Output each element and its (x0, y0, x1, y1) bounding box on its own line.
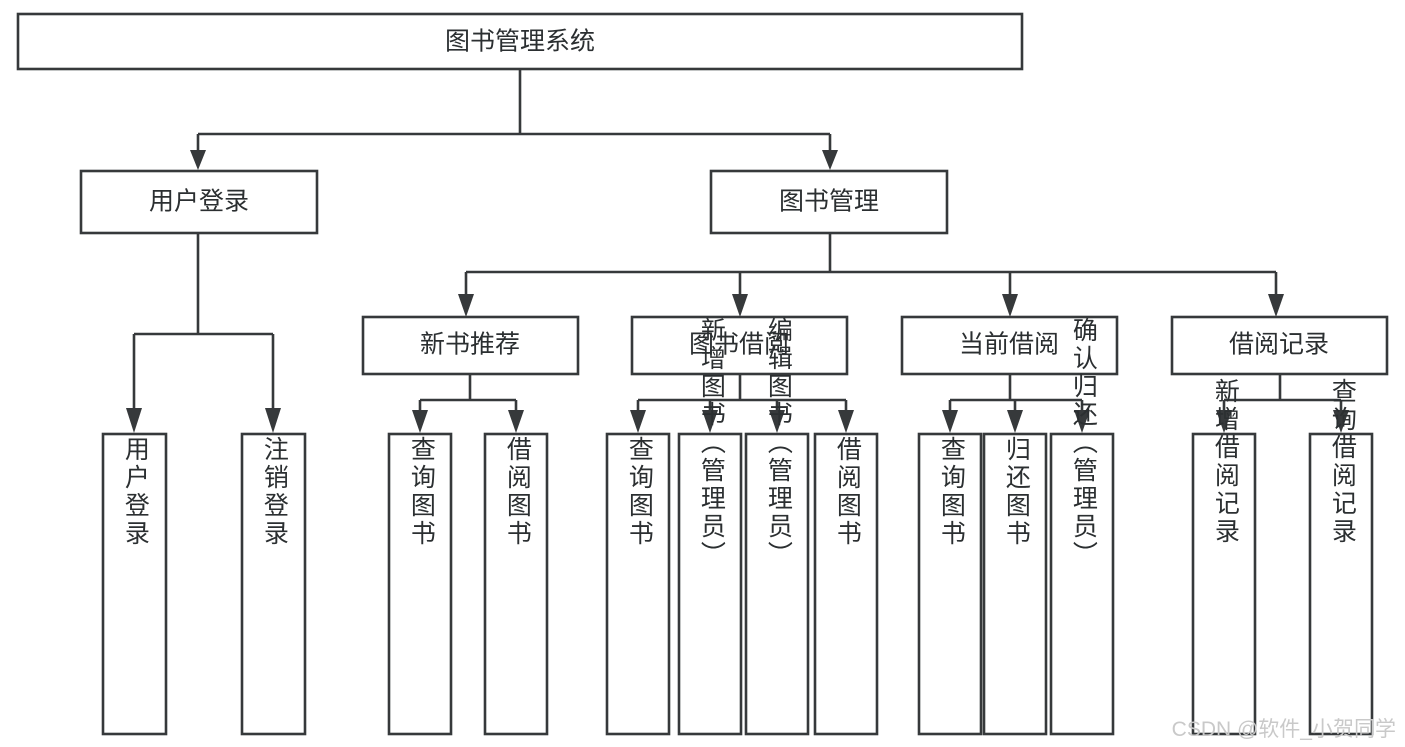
arrow-head-record-leaf-2 (1333, 410, 1349, 433)
node-root-system-box[interactable] (16, 12, 1024, 71)
leaf-recommend-query-book-label: 查询图书 (407, 436, 436, 548)
node-book-management-label: 图书管理 (779, 188, 879, 216)
leaf-record-add[interactable]: 新增借阅记录 (1191, 378, 1257, 736)
leaf-current-confirm-return-label: 确认归还（管理员） (1069, 317, 1098, 569)
node-book-borrow-box[interactable] (630, 315, 849, 376)
leaf-user-login[interactable]: 用户登录 (101, 432, 168, 736)
leaf-record-query-label: 查询借阅记录 (1328, 378, 1357, 546)
leaf-borrow-query-book[interactable]: 查询图书 (605, 432, 671, 736)
leaf-recommend-borrow-book[interactable]: 借阅图书 (483, 432, 549, 736)
arrow-head-borrow-leaf-4 (838, 410, 854, 433)
leaf-recommend-borrow-book-box[interactable] (483, 432, 549, 736)
leaf-current-query-book-box[interactable] (917, 432, 983, 736)
leaf-borrow-add-book[interactable]: 新增图书（管理员） (677, 317, 743, 736)
node-user-login[interactable]: 用户登录 (79, 169, 319, 235)
leaf-borrow-edit-book[interactable]: 编辑图书（管理员） (744, 317, 810, 736)
leaf-borrow-borrow-book-label: 借阅图书 (833, 436, 862, 548)
leaf-current-query-book[interactable]: 查询图书 (917, 432, 983, 736)
node-root-system[interactable]: 图书管理系统 (16, 12, 1024, 71)
arrow-head-current-borrow (1002, 294, 1018, 317)
node-current-borrow-label: 当前借阅 (959, 331, 1059, 359)
leaf-borrow-edit-book-label: 编辑图书（管理员） (764, 317, 793, 569)
arrow-head-recommend-leaf-1 (412, 410, 428, 433)
arrow-head-borrow-record (1268, 294, 1284, 317)
leaf-borrow-query-book-box[interactable] (605, 432, 671, 736)
node-borrow-record[interactable]: 借阅记录 (1170, 315, 1389, 376)
leaf-borrow-edit-book-box[interactable] (744, 432, 810, 736)
arrow-head-book-borrow (732, 294, 748, 317)
leaf-record-query-box[interactable] (1308, 432, 1374, 736)
leaf-logout[interactable]: 注销登录 (240, 432, 307, 736)
leaf-recommend-query-book-box[interactable] (387, 432, 453, 736)
leaf-borrow-borrow-book[interactable]: 借阅图书 (813, 432, 879, 736)
leaf-record-add-box[interactable] (1191, 432, 1257, 736)
arrow-head-user-login (190, 150, 206, 170)
node-book-borrow-label: 图书借阅 (689, 331, 789, 359)
arrow-head-current-leaf-3 (1074, 410, 1090, 433)
leaf-current-return-book[interactable]: 归还图书 (982, 432, 1048, 736)
leaf-current-return-book-box[interactable] (982, 432, 1048, 736)
arrow-head-new-book-recommend (458, 294, 474, 317)
node-new-book-recommend-label: 新书推荐 (420, 331, 520, 359)
leaf-recommend-borrow-book-label: 借阅图书 (503, 436, 532, 548)
leaf-borrow-add-book-label: 新增图书（管理员） (697, 317, 726, 569)
node-user-login-box[interactable] (79, 169, 319, 235)
leaf-logout-box[interactable] (240, 432, 307, 736)
node-book-management[interactable]: 图书管理 (709, 169, 949, 235)
node-new-book-recommend-box[interactable] (361, 315, 580, 376)
arrow-head-current-leaf-1 (942, 410, 958, 433)
leaf-user-login-box[interactable] (101, 432, 168, 736)
leaf-current-confirm-return-box[interactable] (1049, 432, 1115, 736)
leaf-borrow-add-book-box[interactable] (677, 432, 743, 736)
node-current-borrow[interactable]: 当前借阅 (900, 315, 1119, 376)
arrow-head-record-leaf-1 (1216, 410, 1232, 433)
leaf-borrow-borrow-book-box[interactable] (813, 432, 879, 736)
leaf-record-query[interactable]: 查询借阅记录 (1308, 378, 1374, 736)
node-root-system-label: 图书管理系统 (445, 28, 595, 56)
arrow-head-leaf-user-login (126, 408, 142, 433)
node-user-login-label: 用户登录 (149, 188, 249, 216)
leaf-record-add-label: 新增借阅记录 (1211, 378, 1240, 546)
node-book-borrow[interactable]: 图书借阅 (630, 315, 849, 376)
leaf-current-query-book-label: 查询图书 (937, 436, 966, 548)
leaf-recommend-query-book[interactable]: 查询图书 (387, 432, 453, 736)
arrow-head-book-manage (822, 150, 838, 170)
connector-layer (126, 69, 1349, 433)
leaf-user-login-label: 用户登录 (121, 436, 150, 548)
node-book-management-box[interactable] (709, 169, 949, 235)
node-borrow-record-label: 借阅记录 (1229, 331, 1329, 359)
leaf-logout-label: 注销登录 (260, 436, 289, 548)
node-new-book-recommend[interactable]: 新书推荐 (361, 315, 580, 376)
leaf-current-return-book-label: 归还图书 (1002, 436, 1031, 548)
arrow-head-leaf-logout (265, 408, 281, 433)
leaf-borrow-query-book-label: 查询图书 (625, 436, 654, 548)
csdn-watermark: CSDN @软件_小贺同学 (1172, 718, 1396, 741)
arrow-head-borrow-leaf-1 (630, 410, 646, 433)
arrow-head-borrow-leaf-2 (702, 410, 718, 433)
arrow-head-recommend-leaf-2 (508, 410, 524, 433)
arrow-head-current-leaf-2 (1007, 410, 1023, 433)
node-current-borrow-box[interactable] (900, 315, 1119, 376)
leaf-current-confirm-return[interactable]: 确认归还（管理员） (1049, 317, 1115, 736)
node-borrow-record-box[interactable] (1170, 315, 1389, 376)
arrow-head-borrow-leaf-3 (769, 410, 785, 433)
